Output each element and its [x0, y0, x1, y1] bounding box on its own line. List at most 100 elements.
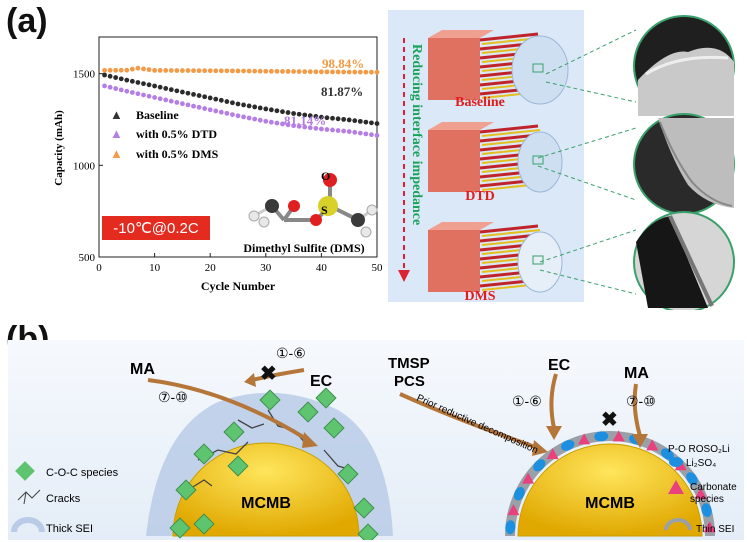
ma-left: MA [130, 361, 155, 378]
data-point [118, 87, 124, 93]
condition-badge [102, 216, 210, 240]
data-point [257, 105, 263, 111]
data-point [191, 68, 196, 74]
data-point [196, 68, 202, 74]
legend-cracks: Cracks [46, 493, 81, 505]
data-point [202, 68, 208, 74]
data-point [230, 68, 235, 74]
data-point [124, 67, 130, 73]
data-point [352, 129, 358, 135]
data-point [118, 76, 124, 82]
data-point [257, 117, 263, 123]
x-tick-label: 40 [316, 262, 328, 274]
data-point [107, 67, 113, 73]
svg-text:▲: ▲ [110, 107, 123, 122]
data-point [135, 65, 141, 71]
data-point [146, 93, 152, 99]
molecule-label: Dimethyl Sulfite (DMS) [243, 241, 364, 255]
y-tick-label: 500 [79, 252, 96, 264]
data-point [224, 68, 230, 74]
label-dms: DMS [464, 289, 495, 304]
data-point [268, 68, 274, 74]
data-point [102, 67, 107, 73]
data-point [191, 91, 196, 97]
x-tick-label: 30 [260, 262, 272, 274]
coc-species [223, 421, 245, 443]
data-point [107, 73, 113, 79]
ro-species [561, 439, 575, 451]
data-point [230, 112, 235, 117]
data-point [280, 68, 285, 74]
data-point [335, 69, 341, 75]
x-tick-label: 0 [96, 262, 102, 274]
data-point [180, 68, 185, 73]
data-point [152, 67, 157, 73]
ec-arrow-left [251, 368, 305, 382]
data-point [246, 103, 252, 109]
data-point [291, 111, 296, 116]
data-point [352, 118, 358, 124]
ma-arrow-right [632, 383, 642, 437]
data-point [268, 107, 274, 113]
data-point [207, 95, 213, 101]
data-point [213, 96, 219, 102]
data-point [241, 114, 246, 120]
carbonate-species [612, 430, 625, 442]
range-ec-right: ①-⑥ [512, 393, 542, 409]
data-point [341, 128, 347, 134]
core-left-label: MCMB [241, 495, 291, 512]
carbonate-species [578, 433, 591, 445]
data-point [168, 87, 174, 93]
coc-species [297, 401, 319, 423]
data-point [285, 69, 291, 74]
coc-species [259, 389, 281, 411]
thick-sei-legend-icon [11, 517, 45, 533]
dms-molecule: S O [248, 169, 378, 238]
data-point [107, 84, 113, 90]
coc-species [315, 387, 337, 409]
legend-baseline: Baseline [136, 108, 179, 122]
ec-arrow-right [549, 373, 558, 429]
tmsp-arrow [399, 392, 539, 450]
y-tick-label: 1500 [73, 69, 96, 81]
ro-species [594, 431, 609, 442]
panel-a-label: (a) [6, 2, 48, 40]
data-point [246, 115, 252, 121]
data-point [268, 119, 274, 125]
data-point [141, 92, 146, 98]
data-point [241, 102, 246, 108]
data-point [357, 130, 363, 136]
coc-species [175, 479, 197, 501]
data-point [319, 114, 324, 120]
core-right-label: MCMB [585, 495, 635, 512]
label-dtd: DTD [465, 189, 495, 204]
range-ma-left: ⑦-⑩ [158, 389, 188, 405]
x-axis-label: Cycle Number [201, 279, 276, 293]
data-point [196, 104, 202, 110]
legend-dtd: with 0.5% DTD [136, 127, 217, 141]
data-point [196, 93, 202, 98]
ro-legend-icon [669, 457, 683, 467]
data-point [369, 132, 374, 138]
legend-species: species [690, 494, 724, 505]
data-point [369, 69, 374, 75]
data-point [146, 82, 152, 88]
data-point [129, 90, 135, 95]
data-point [146, 67, 152, 73]
data-point [335, 128, 341, 133]
sei-blob [511, 35, 569, 105]
data-point [135, 91, 141, 97]
sei-blob [517, 131, 563, 193]
data-point [324, 69, 330, 75]
ro-species [533, 459, 546, 472]
range-ma-right: ⑦-⑩ [626, 393, 656, 409]
data-point [302, 112, 308, 118]
mcmb-core-right [517, 443, 703, 537]
data-point [296, 69, 302, 74]
electrode-block [428, 130, 480, 192]
data-point [180, 101, 185, 107]
data-point [307, 113, 313, 119]
tem-image-dtd [633, 113, 735, 215]
legend-li2so4: Li₂SO₄ [686, 458, 716, 469]
ec-right: EC [548, 357, 571, 374]
